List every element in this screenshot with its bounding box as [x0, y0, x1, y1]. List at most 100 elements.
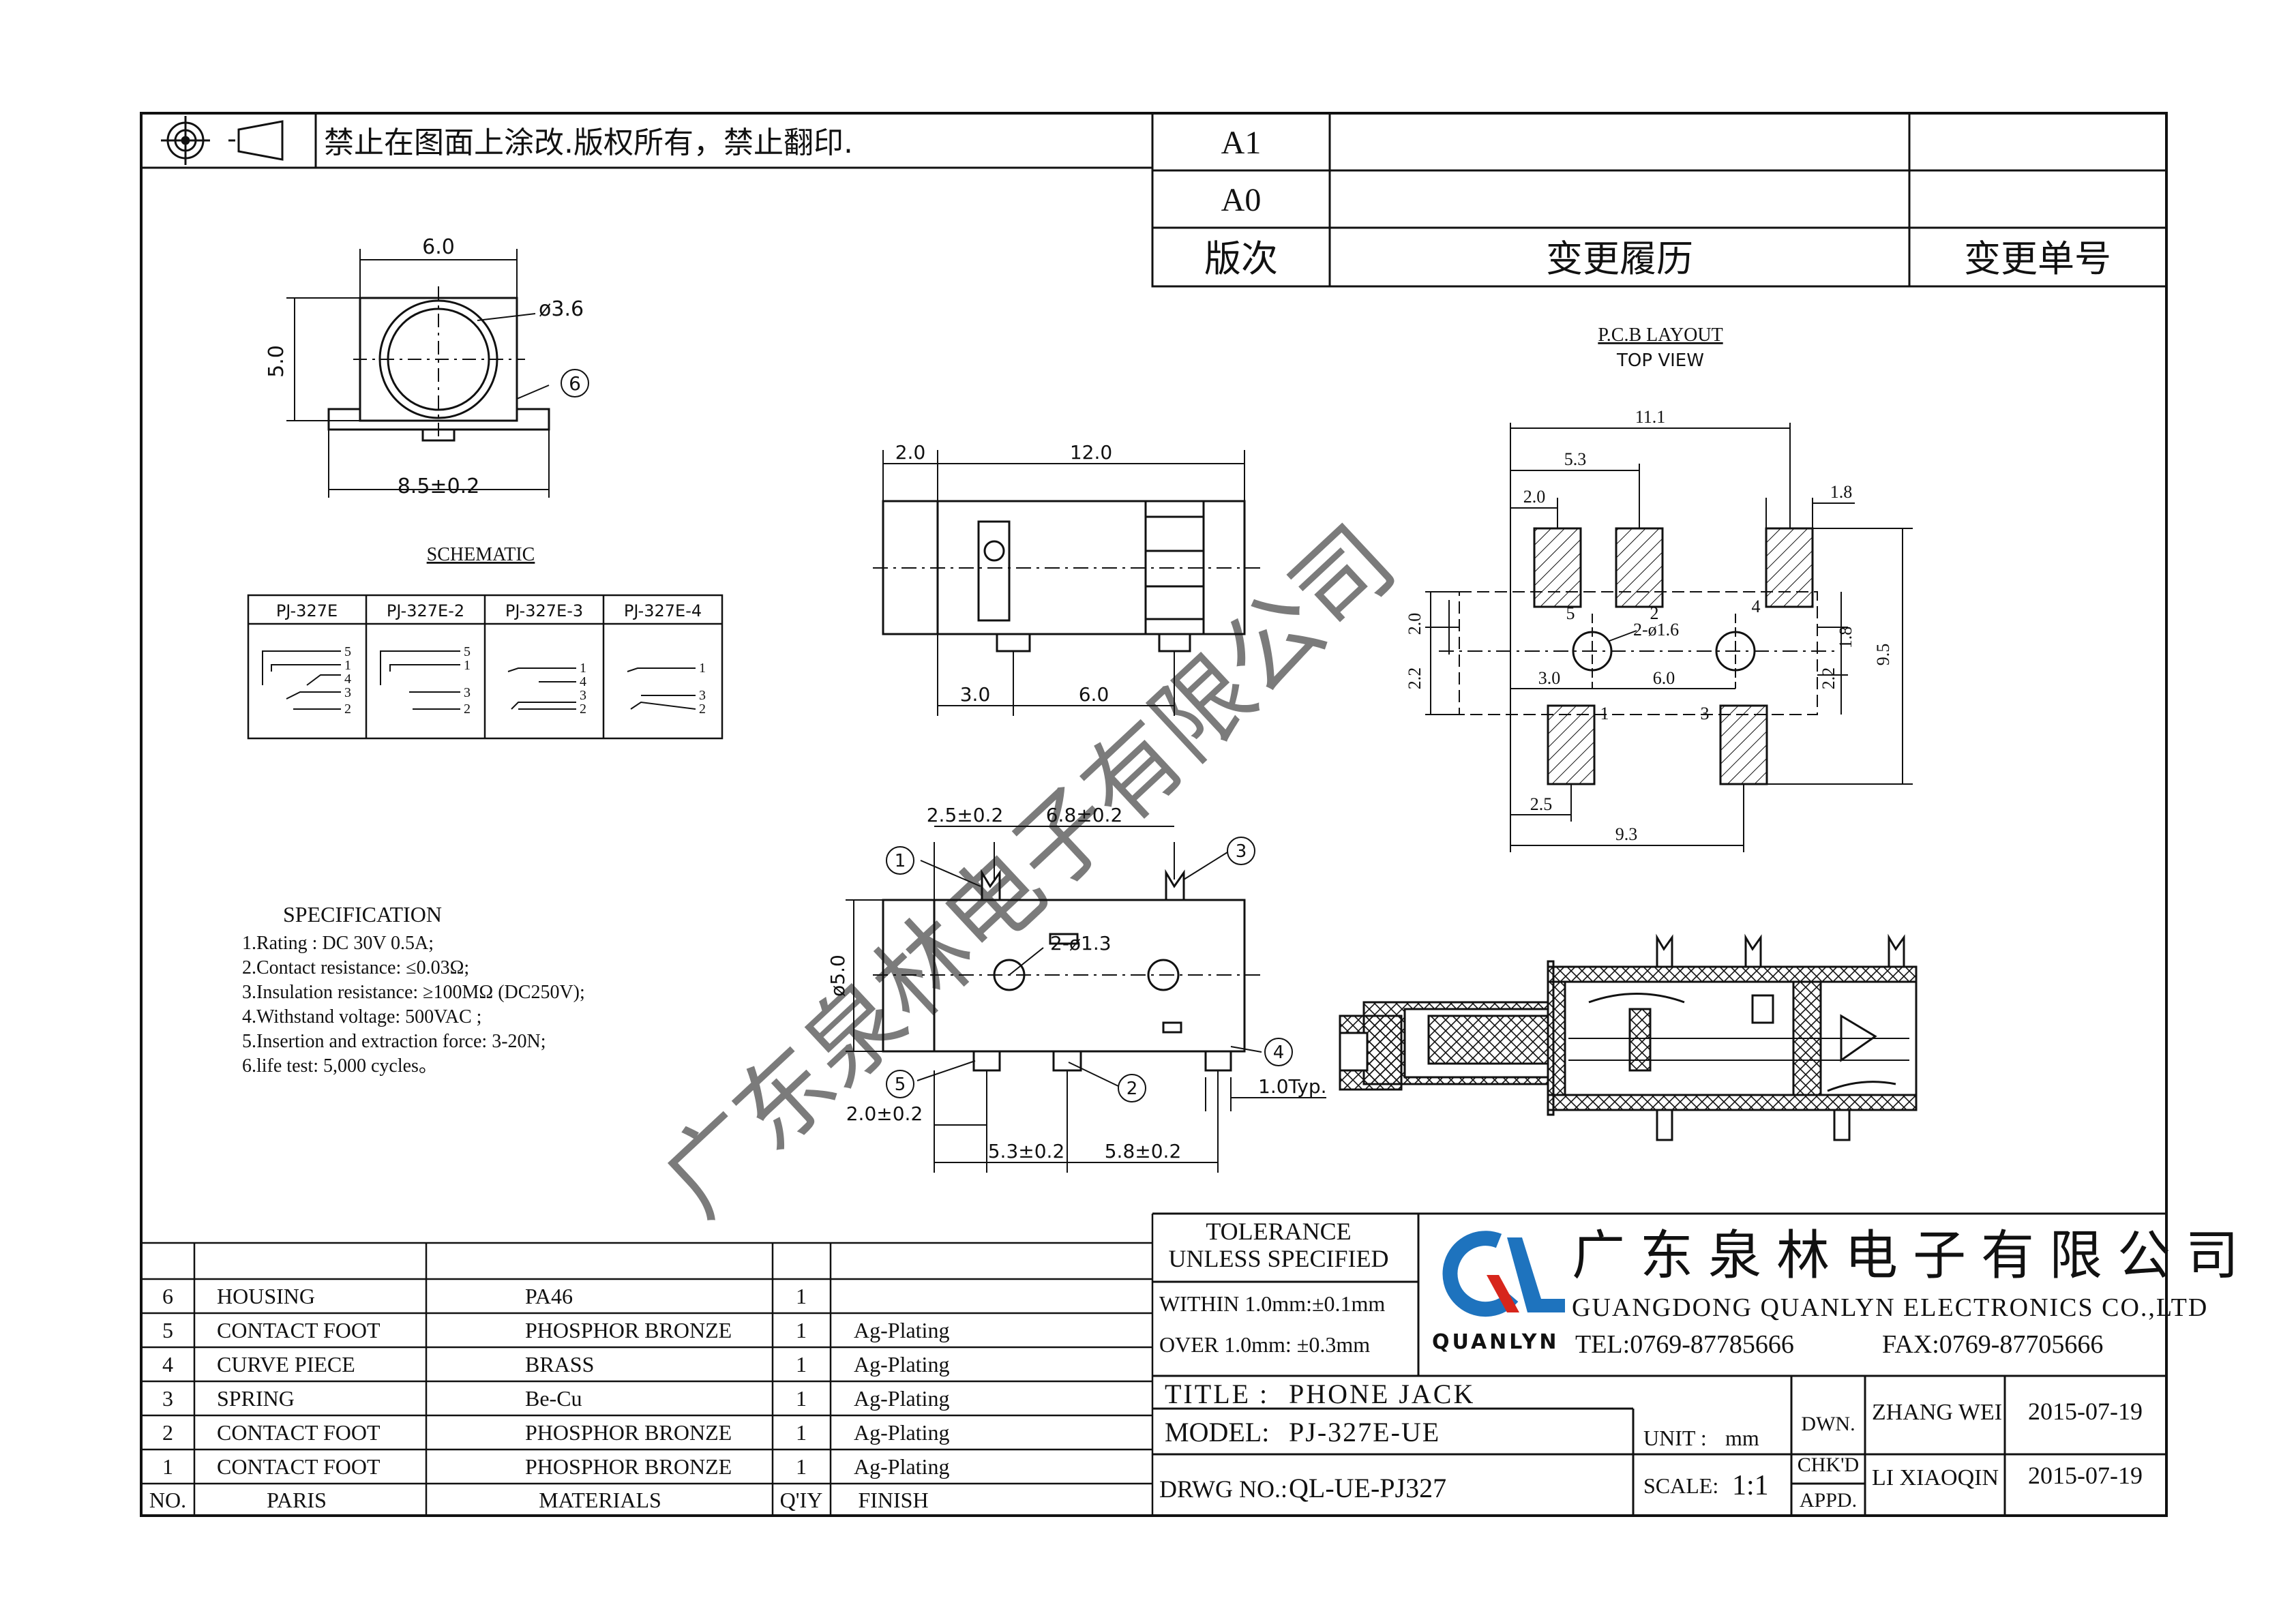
pcb-18-dim: 1.8 — [1830, 482, 1853, 502]
first-angle-projection-icon — [161, 116, 284, 165]
pcb-subtitle: TOP VIEW — [1616, 350, 1704, 371]
pcb-title: P.C.B LAYOUT — [1598, 325, 1723, 346]
balloon-4: 4 — [1273, 1042, 1285, 1063]
bom-no: 4 — [162, 1352, 173, 1377]
revision-a1: A1 — [1221, 125, 1262, 161]
top-d1-dim: 2.5±0.2 — [927, 804, 1004, 826]
pin-label: 2 — [699, 702, 706, 717]
pcb-pad-label: 1 — [1600, 704, 1609, 723]
bom-no: 2 — [162, 1420, 173, 1445]
bom-rows: 6 HOUSING PA46 1 5 CONTACT FOOT PHOSPHOR… — [149, 1284, 950, 1512]
bom-qty: 1 — [796, 1386, 807, 1411]
pin-label: 1 — [699, 661, 706, 676]
pin-label: 5 — [344, 644, 351, 659]
bom-header-no: NO. — [149, 1488, 186, 1512]
pcb-pad-label: 3 — [1701, 704, 1710, 723]
top-height-dim: ø5.0 — [826, 955, 849, 997]
tolerance-over: OVER 1.0mm: ±0.3mm — [1159, 1332, 1370, 1357]
bom-header-finish: FINISH — [858, 1488, 928, 1512]
unit-value: mm — [1725, 1426, 1759, 1450]
unit-label: UNIT : — [1643, 1426, 1707, 1450]
bom-part: CONTACT FOOT — [217, 1318, 381, 1342]
spec-list: 1.Rating : DC 30V 0.5A; 2.Contact resist… — [242, 933, 585, 1077]
schematic-col-3: PJ-327E-3 — [505, 601, 583, 620]
checked-date: 2015-07-19 — [2028, 1462, 2143, 1489]
pcb-22-dim: 2.2 — [1819, 667, 1838, 690]
pin-label: 3 — [464, 685, 471, 700]
title-label: TITLE : — [1165, 1379, 1269, 1409]
tolerance-subtitle: UNLESS SPECIFIED — [1168, 1245, 1388, 1272]
bom-part: CURVE PIECE — [217, 1352, 355, 1377]
table-row: 6 HOUSING PA46 1 — [162, 1284, 807, 1308]
tolerance-title: TOLERANCE — [1206, 1218, 1351, 1245]
pcb-22-dim: 2.2 — [1405, 667, 1425, 690]
pin-label: 4 — [344, 672, 351, 687]
bom-part: SPRING — [217, 1386, 295, 1411]
table-row: 2 CONTACT FOOT PHOSPHOR BRONZE 1 Ag-Plat… — [162, 1420, 949, 1445]
bom-no: 1 — [162, 1454, 173, 1479]
pcb-pad-label: 5 — [1566, 603, 1575, 623]
scale-value: 1:1 — [1732, 1470, 1769, 1501]
pcb-18v-dim: 1.8 — [1836, 627, 1855, 649]
spec-item: 2.Contact resistance: ≤0.03Ω; — [242, 957, 469, 978]
pcb-20-dim: 2.0 — [1523, 487, 1546, 507]
watermark: 广东泉林电子有限公司 — [642, 505, 1416, 1237]
scale-label: SCALE: — [1643, 1473, 1718, 1498]
schematic-col-2: PJ-327E-2 — [387, 601, 464, 620]
checked-by-name: LI XIAOQIN — [1872, 1465, 1999, 1490]
spec-title: SPECIFICATION — [283, 902, 442, 927]
pin-label: 1 — [344, 658, 351, 673]
pcb-30-dim: 3.0 — [1538, 668, 1561, 688]
pin-label: 2 — [580, 702, 586, 717]
pcb-25-dim: 2.5 — [1530, 794, 1553, 814]
bom-table — [141, 1214, 1154, 1516]
bom-no: 3 — [162, 1386, 173, 1411]
pin-label: 3 — [699, 688, 706, 703]
bom-finish: Ag-Plating — [854, 1420, 949, 1445]
balloon-2: 2 — [1127, 1079, 1138, 1099]
bom-material: PHOSPHOR BRONZE — [525, 1454, 732, 1479]
drawing-number-label: DRWG NO.: — [1159, 1475, 1287, 1503]
table-row: 3 SPRING Be-Cu 1 Ag-Plating — [162, 1386, 949, 1411]
top-view — [846, 826, 1326, 1173]
side-body-dim: 12.0 — [1070, 441, 1112, 464]
balloon-1: 1 — [895, 851, 906, 871]
pcb-total-dim: 11.1 — [1635, 407, 1666, 427]
bom-qty: 1 — [796, 1318, 807, 1342]
pcb-dims: 11.1 5.3 2.0 1.8 2-ø1.6 3.0 6.0 9.5 2.2 … — [1405, 407, 1893, 844]
pcb-pad-label: 4 — [1752, 597, 1761, 616]
model-label: MODEL: — [1165, 1417, 1269, 1447]
top-d3-dim: 2.0±0.2 — [846, 1102, 923, 1125]
bom-finish: Ag-Plating — [854, 1454, 949, 1479]
revision-table — [1151, 112, 2168, 288]
bom-material: BRASS — [525, 1352, 594, 1377]
balloon-6: 6 — [569, 372, 581, 395]
front-width-dim: 6.0 — [422, 235, 455, 259]
logo-text: QUANLYN — [1432, 1330, 1560, 1354]
spec-item: 5.Insertion and extraction force: 3-20N; — [242, 1031, 546, 1052]
bom-finish: Ag-Plating — [854, 1386, 949, 1411]
bom-no: 5 — [162, 1318, 173, 1342]
bom-part: CONTACT FOOT — [217, 1454, 381, 1479]
spec-item: 3.Insulation resistance: ≥100MΩ (DC250V)… — [242, 982, 585, 1003]
pin-label: 3 — [344, 685, 351, 700]
bom-qty: 1 — [796, 1352, 807, 1377]
top-d2-dim: 6.8±0.2 — [1046, 804, 1123, 826]
checked-label: CHK'D — [1798, 1454, 1859, 1476]
bom-no: 6 — [162, 1284, 173, 1308]
bom-finish: Ag-Plating — [854, 1352, 949, 1377]
bom-header-part: PARIS — [267, 1488, 327, 1512]
front-height-dim: 5.0 — [265, 345, 288, 378]
pcb-60-dim: 6.0 — [1653, 668, 1675, 688]
bom-part: CONTACT FOOT — [217, 1420, 381, 1445]
side-front-dim: 2.0 — [895, 441, 926, 464]
pin-label: 2 — [464, 702, 471, 717]
drawn-date: 2015-07-19 — [2028, 1398, 2143, 1425]
schematic-col-4: PJ-327E-4 — [624, 601, 702, 620]
pcb-pad-label: 2 — [1650, 603, 1659, 623]
schematic-table — [247, 594, 724, 740]
drawn-label: DWN. — [1801, 1413, 1855, 1435]
side-pin-a-dim: 3.0 — [960, 683, 991, 706]
table-header: NO. PARIS MATERIALS Q'IY FINISH — [149, 1488, 929, 1512]
